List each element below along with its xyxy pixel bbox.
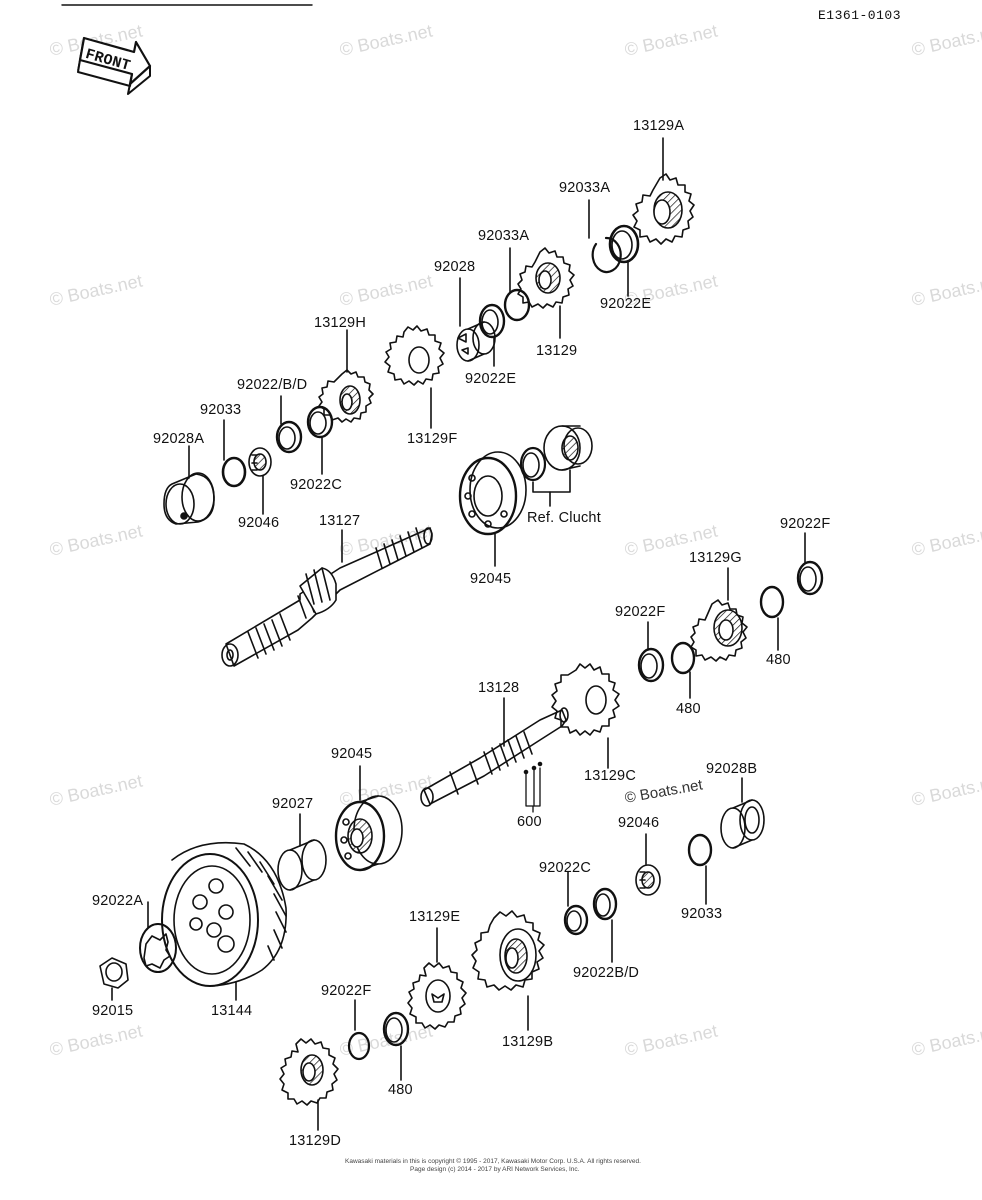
gear-13129 <box>517 247 575 309</box>
part-label-13129a[interactable]: 13129A <box>633 118 685 134</box>
part-label-92022c[interactable]: 92022C <box>290 477 342 493</box>
part-label-92022bd[interactable]: 92022/B/D <box>237 377 308 393</box>
diagram-code: E1361-0103 <box>818 8 902 23</box>
bushing-92028a <box>163 472 215 525</box>
part-label-13129f[interactable]: 13129F <box>407 431 458 447</box>
part-label-92033a[interactable]: 92033A <box>559 180 611 196</box>
bushing-92028 <box>456 321 496 362</box>
part-label-92022bd[interactable]: 92022B/D <box>573 965 640 981</box>
gear-13129h <box>318 369 374 423</box>
part-label-92028b[interactable]: 92028B <box>706 761 758 777</box>
part-label-92045[interactable]: 92045 <box>470 571 512 587</box>
part-label-480[interactable]: 480 <box>766 652 791 668</box>
part-label-13129d[interactable]: 13129D <box>289 1133 341 1149</box>
copyright-line: Page design (c) 2014 - 2017 by ARI Netwo… <box>410 1166 580 1173</box>
part-label-13128[interactable]: 13128 <box>478 680 520 696</box>
part-label-92027[interactable]: 92027 <box>272 796 314 812</box>
part-label-13129e[interactable]: 13129E <box>409 909 461 925</box>
gear-13129d <box>279 1038 339 1106</box>
part-label-92022f[interactable]: 92022F <box>615 604 666 620</box>
clutch-housing-13144 <box>161 841 287 987</box>
part-label-13127[interactable]: 13127 <box>319 513 361 529</box>
copyright-line: Kawasaki materials in this is copyright … <box>345 1158 641 1165</box>
shaft-13128 <box>420 707 569 807</box>
shaft-13127 <box>221 527 433 667</box>
bearing-ref-clutch <box>543 425 593 471</box>
gear-13129b <box>471 910 545 991</box>
part-label-92033[interactable]: 92033 <box>681 906 723 922</box>
part-label-92046[interactable]: 92046 <box>238 515 280 531</box>
part-label-13129[interactable]: 13129 <box>536 343 578 359</box>
bearing-92045-upper <box>458 451 527 536</box>
part-label-13129c[interactable]: 13129C <box>584 768 636 784</box>
part-label-92028a[interactable]: 92028A <box>153 431 205 447</box>
part-label-92022f[interactable]: 92022F <box>321 983 372 999</box>
gear-13129e <box>407 962 467 1030</box>
part-label-92022f[interactable]: 92022F <box>780 516 831 532</box>
lockwasher-92022a <box>139 923 177 973</box>
sleeve-92027 <box>277 839 327 891</box>
nut-92015 <box>99 957 129 989</box>
part-label-92015[interactable]: 92015 <box>92 1003 134 1019</box>
gear-13129g <box>690 599 748 662</box>
part-label-92046[interactable]: 92046 <box>618 815 660 831</box>
part-label-92033[interactable]: 92033 <box>200 402 242 418</box>
gear-13129c <box>551 663 620 736</box>
part-label-92022a[interactable]: 92022A <box>92 893 144 909</box>
bushing-92028b <box>720 799 765 849</box>
part-label-13129h[interactable]: 13129H <box>314 315 366 331</box>
part-label-480[interactable]: 480 <box>676 701 701 717</box>
part-label-13129g[interactable]: 13129G <box>689 550 742 566</box>
part-label-92028[interactable]: 92028 <box>434 259 476 275</box>
part-label-92022e[interactable]: 92022E <box>600 296 652 312</box>
part-label-92022e[interactable]: 92022E <box>465 371 517 387</box>
part-label-92033a[interactable]: 92033A <box>478 228 530 244</box>
front-arrow-icon <box>77 36 152 95</box>
part-label-13144[interactable]: 13144 <box>211 1003 253 1019</box>
part-label-13129b[interactable]: 13129B <box>502 1034 554 1050</box>
bearing-92046-lower <box>635 864 661 896</box>
gear-13129a <box>632 173 695 245</box>
gear-13129f <box>384 325 445 386</box>
part-label-ref-clutch[interactable]: Ref. Clucht <box>527 510 601 526</box>
part-label-480[interactable]: 480 <box>388 1082 413 1098</box>
part-label-600[interactable]: 600 <box>517 814 542 830</box>
part-label-92022c[interactable]: 92022C <box>539 860 591 876</box>
bearing-92046-upper <box>248 447 272 477</box>
part-label-92045[interactable]: 92045 <box>331 746 373 762</box>
bearing-92045-lower <box>334 795 403 872</box>
